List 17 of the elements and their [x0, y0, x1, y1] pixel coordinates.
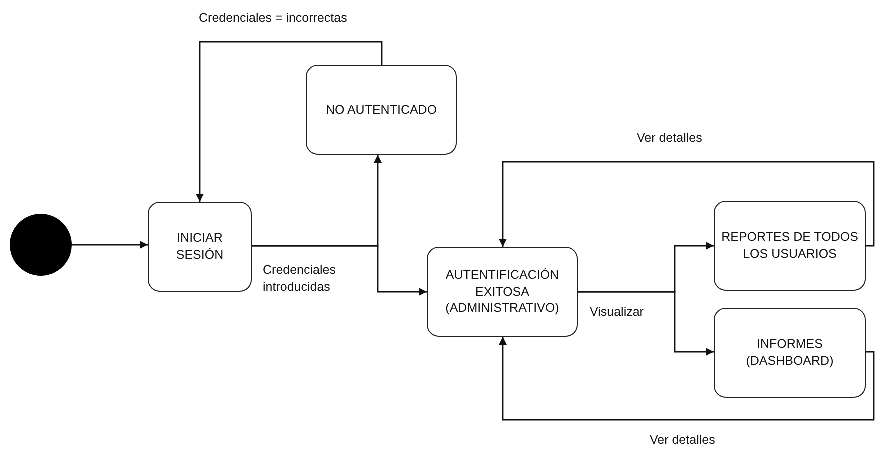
arrow: [578, 291, 714, 356]
state-box: [306, 65, 457, 155]
arrow: [499, 161, 875, 247]
state-box: [427, 247, 578, 337]
state-label: AUTENTIFICACIÓN EXITOSA (ADMINISTRATIVO): [444, 266, 560, 318]
arrow: [72, 241, 148, 249]
state-label: NO AUTENTICADO: [326, 102, 438, 118]
start-circle: [10, 214, 72, 276]
arrow: [196, 41, 383, 202]
state-box: [714, 308, 866, 398]
arrow: [499, 337, 875, 421]
state-label: REPORTES DE TODOS LOS USUARIOS: [720, 229, 860, 263]
state-label: INFORMES (DASHBOARD): [745, 336, 835, 370]
arrow: [252, 245, 427, 296]
state-box: [148, 202, 252, 292]
state-box: [714, 201, 866, 291]
state-label: INICIAR SESIÓN: [175, 230, 225, 264]
